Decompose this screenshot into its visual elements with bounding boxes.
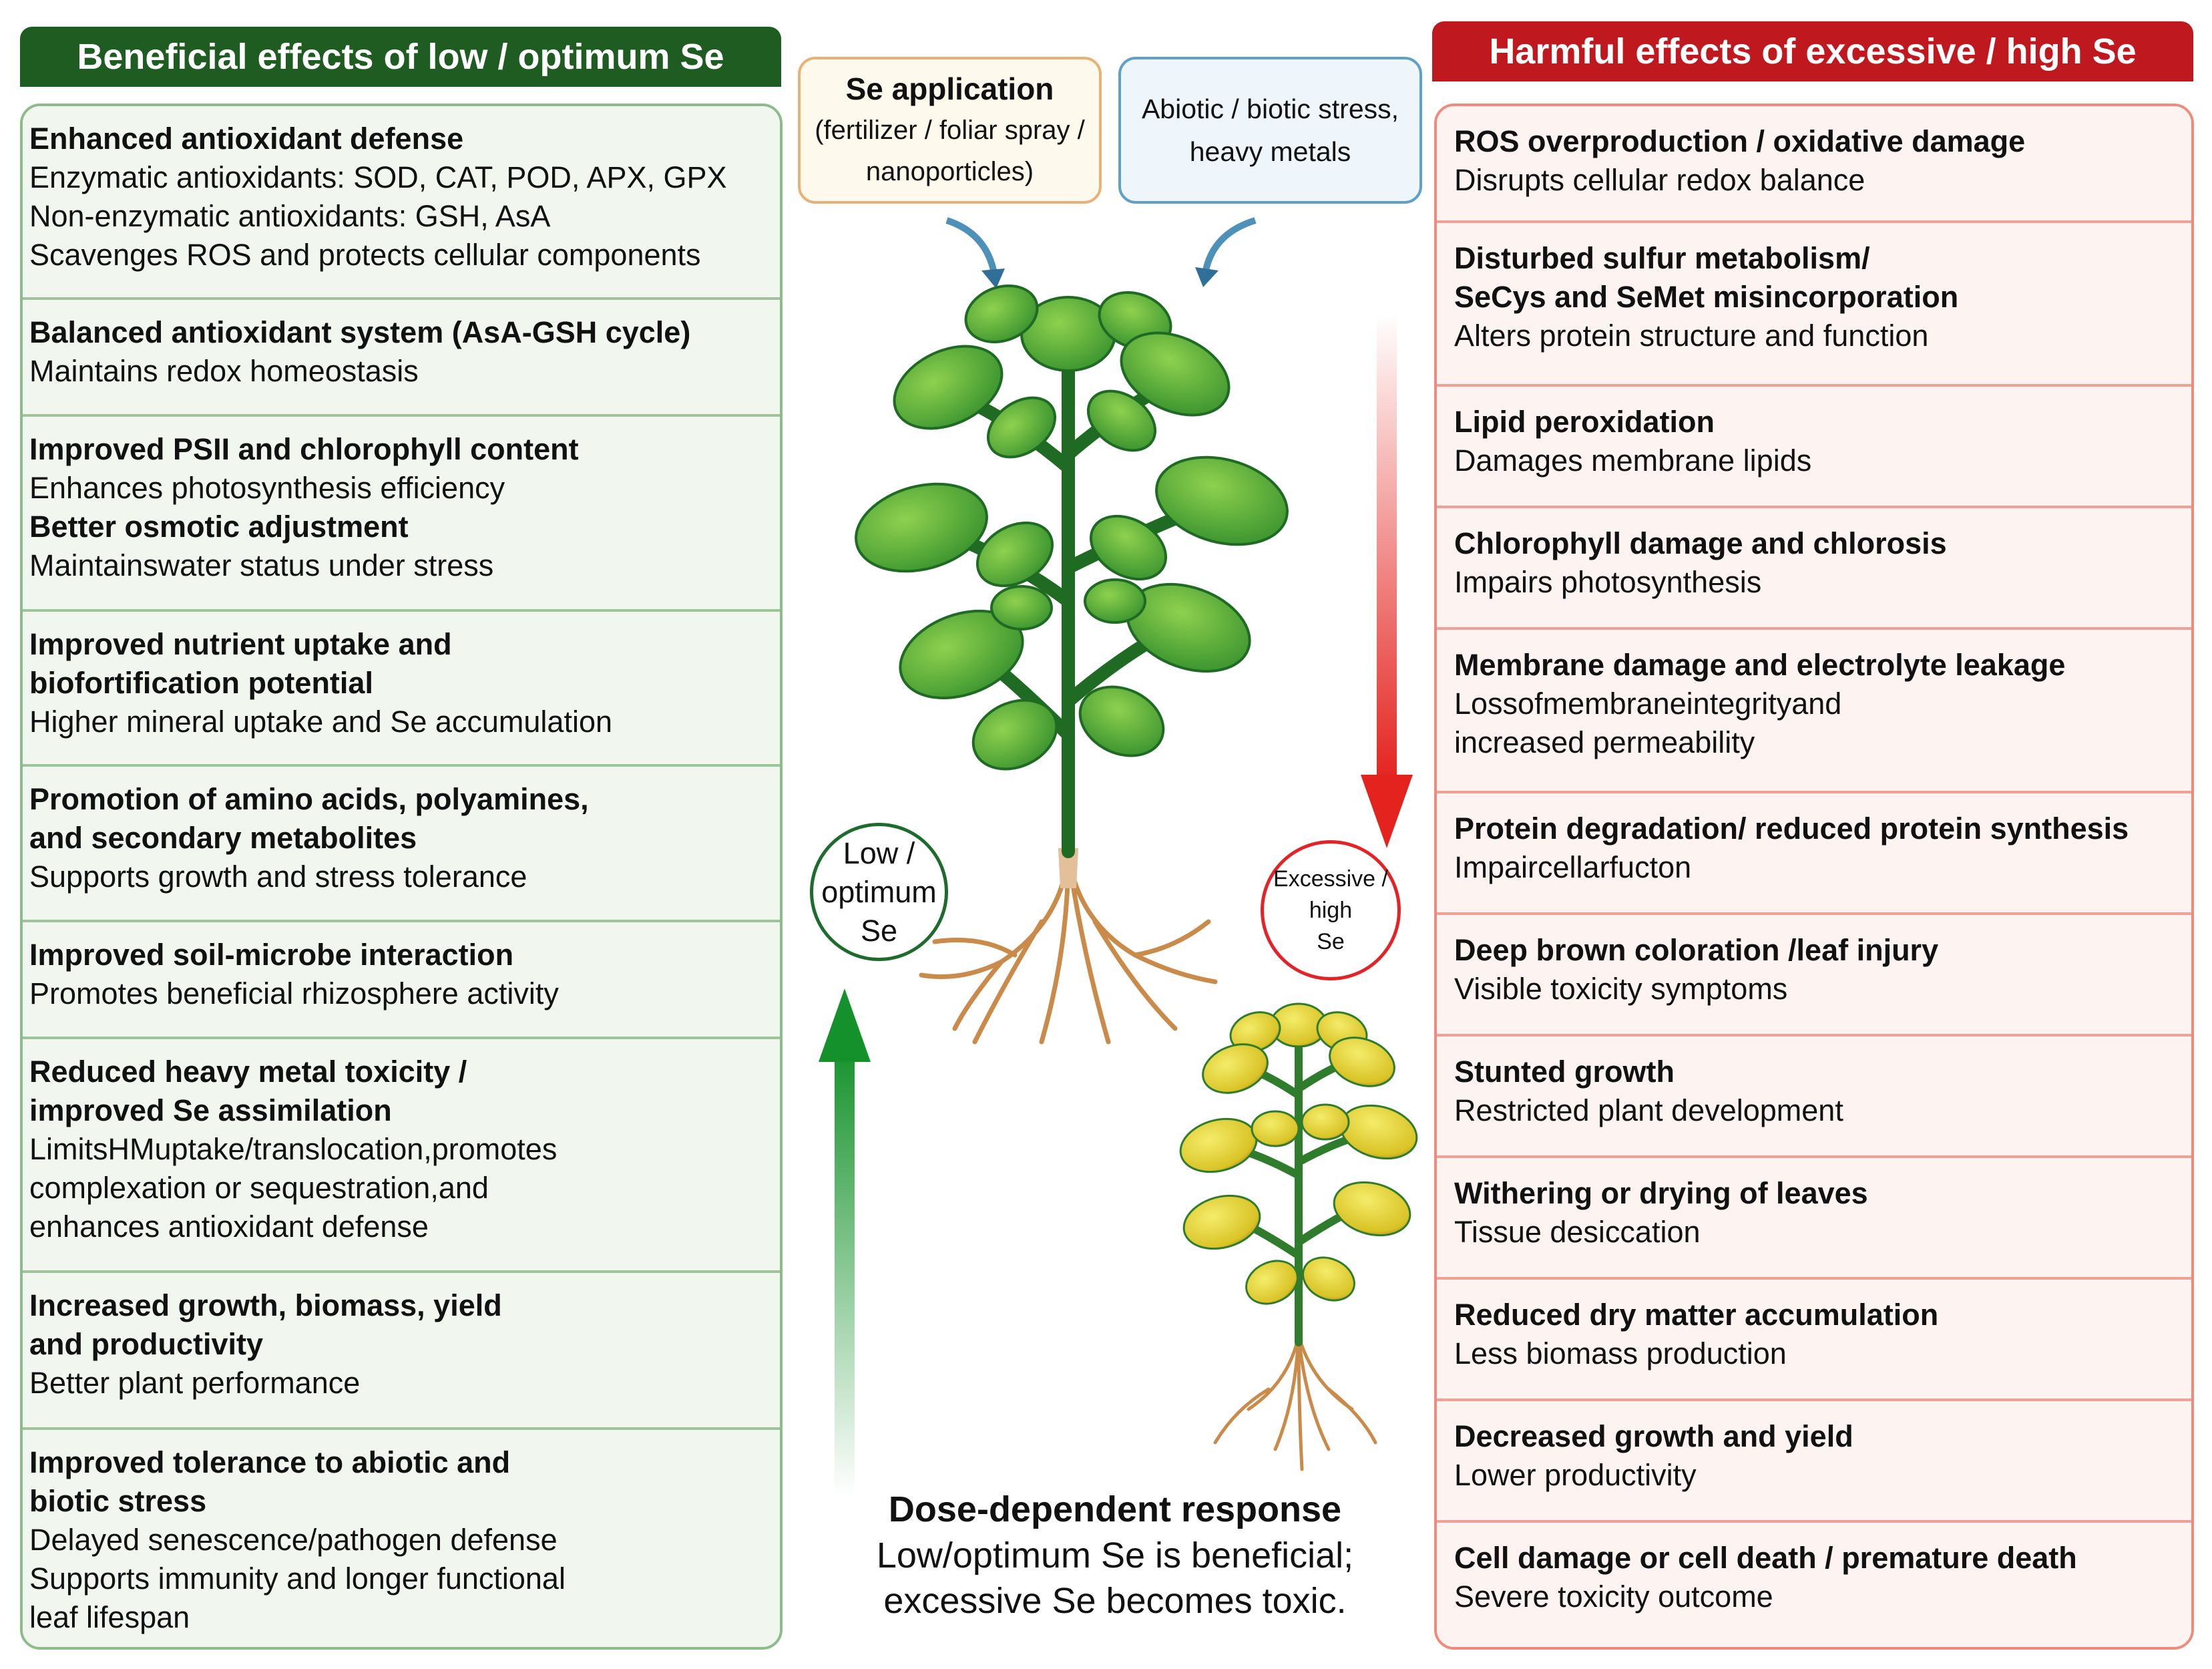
se-application-box: Se application (fertilizer / foliar spra… <box>798 57 1102 204</box>
item-title: Deep brown coloration /leaf injury <box>1454 933 1939 967</box>
item-desc: Promotes beneficial rhizosphere activity <box>29 976 559 1010</box>
list-item: Withering or drying of leaves Tissue des… <box>1437 1158 2191 1280</box>
item-desc: Supports growth and stress tolerance <box>29 860 527 894</box>
item-title: Chlorophyll damage and chlorosis <box>1454 526 1947 560</box>
item-title-2: Better osmotic adjustment <box>29 510 409 544</box>
item-desc: Tissue desiccation <box>1454 1215 1701 1249</box>
item-title: Withering or drying of leaves <box>1454 1176 1868 1210</box>
dose-body: Low/optimum Se is beneficial; excessive … <box>876 1535 1354 1621</box>
down-arrow-icon <box>1361 314 1413 848</box>
item-desc: Impairs photosynthesis <box>1454 565 1762 599</box>
item-title: Increased growth, biomass, yield and pro… <box>29 1288 502 1361</box>
list-item: Protein degradation/ reduced protein syn… <box>1437 793 2191 915</box>
list-item: Deep brown coloration /leaf injury Visib… <box>1437 915 2191 1037</box>
item-title: Cell damage or cell death / premature de… <box>1454 1541 2077 1575</box>
item-desc: Enzymatic antioxidants: SOD, CAT, POD, A… <box>29 160 727 272</box>
list-item: Reduced heavy metal toxicity / improved … <box>23 1039 780 1273</box>
item-title: Decreased growth and yield <box>1454 1419 1853 1453</box>
item-desc: Better plant performance <box>29 1366 361 1400</box>
item-desc: Restricted plant development <box>1454 1093 1843 1127</box>
healthy-plant-icon <box>855 284 1289 1045</box>
list-item: Membrane damage and electrolyte leakage … <box>1437 630 2191 793</box>
item-title: Reduced dry matter accumulation <box>1454 1298 1939 1332</box>
beneficial-header: Beneficial effects of low / optimum Se <box>20 27 781 87</box>
harmful-header: Harmful effects of excessive / high Se <box>1432 21 2193 81</box>
item-desc: Delayed senescence/pathogen defense Supp… <box>29 1523 566 1634</box>
item-title: Improved nutrient uptake and biofortific… <box>29 627 452 700</box>
item-desc: Damages membrane lipids <box>1454 443 1812 478</box>
item-desc-2: Maintainswater status under stress <box>29 548 494 582</box>
high-se-circle: Excessive / high Se <box>1261 840 1401 980</box>
up-arrow-icon <box>819 988 871 1496</box>
list-item: Reduced dry matter accumulation Less bio… <box>1437 1280 2191 1401</box>
se-application-body: (fertilizer / foliar spray / nanoporticl… <box>815 116 1085 186</box>
item-title: Promotion of amino acids, polyamines, an… <box>29 782 589 855</box>
curved-arrow-icon <box>945 217 1005 289</box>
list-item: Balanced antioxidant system (AsA-GSH cyc… <box>23 300 780 417</box>
item-desc: Alters protein structure and function <box>1454 319 1929 353</box>
list-item: Cell damage or cell death / premature de… <box>1437 1523 2191 1647</box>
harmful-panel: ROS overproduction / oxidative damage Di… <box>1434 104 2194 1650</box>
list-item: Enhanced antioxidant defense Enzymatic a… <box>23 106 780 300</box>
item-title: Reduced heavy metal toxicity / improved … <box>29 1055 467 1127</box>
list-item: Promotion of amino acids, polyamines, an… <box>23 767 780 922</box>
item-desc: Maintains redox homeostasis <box>29 354 419 388</box>
item-desc: Enhances photosynthesis efficiency <box>29 471 505 505</box>
list-item: Chlorophyll damage and chlorosis Impairs… <box>1437 508 2191 630</box>
item-desc: Lossofmembraneintegrityand increased per… <box>1454 687 1842 759</box>
list-item: Increased growth, biomass, yield and pro… <box>23 1273 780 1430</box>
list-item: ROS overproduction / oxidative damage Di… <box>1437 106 2191 223</box>
item-title: Stunted growth <box>1454 1055 1675 1089</box>
item-title: Disturbed sulfur metabolism/ SeCys and S… <box>1454 241 1959 314</box>
item-title: Lipid peroxidation <box>1454 405 1715 439</box>
item-title: Enhanced antioxidant defense <box>29 122 464 156</box>
list-item: Improved tolerance to abiotic and biotic… <box>23 1430 780 1647</box>
item-title: Protein degradation/ reduced protein syn… <box>1454 811 2129 846</box>
item-desc: Disrupts cellular redox balance <box>1454 163 1865 197</box>
dose-response-caption: Dose-dependent response Low/optimum Se i… <box>795 1486 1435 1624</box>
list-item: Improved PSII and chlorophyll content En… <box>23 417 780 612</box>
item-title: Improved soil-microbe interaction <box>29 938 514 972</box>
item-desc: Less biomass production <box>1454 1336 1787 1370</box>
list-item: Improved nutrient uptake and biofortific… <box>23 612 780 767</box>
item-desc: Higher mineral uptake and Se accumulatio… <box>29 705 612 739</box>
item-title: Membrane damage and electrolyte leakage <box>1454 648 2066 682</box>
list-item: Improved soil-microbe interaction Promot… <box>23 922 780 1039</box>
item-title: Balanced antioxidant system (AsA-GSH cyc… <box>29 315 691 349</box>
item-title: Improved PSII and chlorophyll content <box>29 432 579 466</box>
se-application-title: Se application <box>845 71 1054 106</box>
stressed-plant-icon <box>1179 1002 1418 1471</box>
dose-title: Dose-dependent response <box>888 1489 1342 1529</box>
item-title: ROS overproduction / oxidative damage <box>1454 124 2026 158</box>
item-title: Improved tolerance to abiotic and biotic… <box>29 1445 511 1518</box>
curved-arrow-icon <box>1195 217 1257 287</box>
beneficial-panel: Enhanced antioxidant defense Enzymatic a… <box>20 104 783 1650</box>
stress-box: Abiotic / biotic stress, heavy metals <box>1118 57 1422 204</box>
item-desc: Visible toxicity symptoms <box>1454 972 1788 1006</box>
low-se-circle: Low / optimum Se <box>810 823 948 961</box>
item-desc: Severe toxicity outcome <box>1454 1580 1773 1614</box>
list-item: Lipid peroxidation Damages membrane lipi… <box>1437 387 2191 508</box>
stress-text: Abiotic / biotic stress, heavy metals <box>1141 94 1399 167</box>
item-desc: LimitsHMuptake/translocation,promotes co… <box>29 1132 558 1244</box>
list-item: Decreased growth and yield Lower product… <box>1437 1401 2191 1523</box>
list-item: Stunted growth Restricted plant developm… <box>1437 1037 2191 1158</box>
item-desc: Impaircellarfucton <box>1454 850 1692 884</box>
list-item: Disturbed sulfur metabolism/ SeCys and S… <box>1437 223 2191 387</box>
item-desc: Lower productivity <box>1454 1458 1697 1492</box>
